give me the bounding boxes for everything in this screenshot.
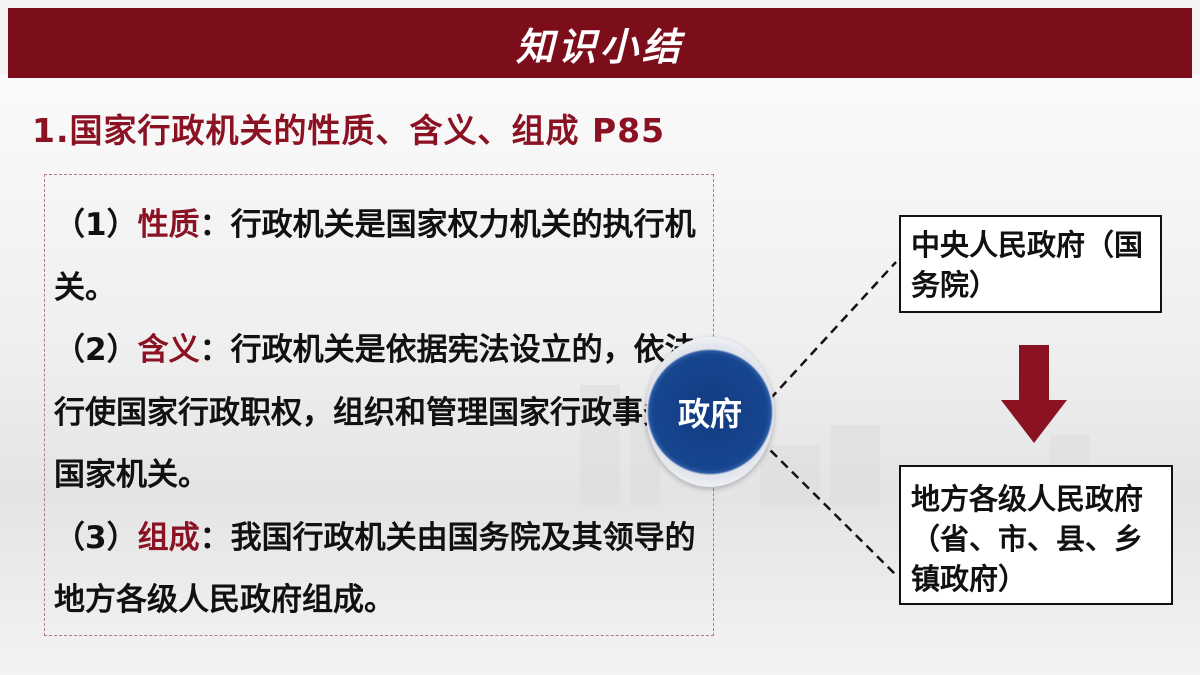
item-2-keyword: 含义	[137, 332, 200, 368]
section-heading: 1.国家行政机关的性质、含义、组成 P85	[32, 111, 666, 150]
connector-bottom	[759, 439, 897, 576]
central-government-label: 中央人民政府（国务院）	[911, 228, 1144, 302]
item-1: （1）性质：行政机关是国家权力机关的执行机关。	[54, 207, 696, 306]
local-government-label: 地方各级人民政府（省、市、县、乡镇政府）	[911, 482, 1144, 596]
item-3-keyword: 组成	[137, 519, 200, 556]
item-1-keyword: 性质	[137, 207, 200, 243]
item-2: （2）含义：行政机关是依据宪法设立的，依法行使国家行政职权，组织和管理国家行政事…	[54, 332, 705, 493]
title-banner: 知识小结	[8, 8, 1192, 78]
central-government-box: 中央人民政府（国务院）	[899, 215, 1162, 313]
slide-title: 知识小结	[515, 23, 684, 69]
item-1-sep: ：	[199, 207, 231, 243]
background-cityscape	[0, 75, 1200, 675]
item-3: （3）组成：我国行政机关由国务院及其领导的地方各级人民政府组成。	[54, 520, 696, 619]
connector-top	[759, 261, 897, 411]
item-3-text: 我国行政机关由国务院及其领导的地方各级人民政府组成。	[54, 519, 696, 619]
item-2-sep: ：	[199, 332, 231, 368]
item-3-prefix: （3）	[54, 519, 138, 556]
arrow-shape	[1001, 345, 1067, 443]
content-text: （1）性质：行政机关是国家权力机关的执行机关。 （2）含义：行政机关是依据宪法设…	[54, 194, 714, 632]
down-arrow-icon	[1001, 345, 1067, 443]
item-1-prefix: （1）	[54, 207, 138, 243]
local-government-box: 地方各级人民政府（省、市、县、乡镇政府）	[899, 465, 1173, 605]
item-2-text: 行政机关是依据宪法设立的，依法行使国家行政职权，组织和管理国家行政事务的国家机关…	[54, 332, 705, 493]
item-1-text: 行政机关是国家权力机关的执行机关。	[54, 207, 696, 306]
item-3-sep: ：	[199, 519, 231, 556]
item-2-prefix: （2）	[54, 332, 138, 368]
government-circle: 政府	[646, 337, 774, 487]
circle-label: 政府	[677, 395, 742, 433]
